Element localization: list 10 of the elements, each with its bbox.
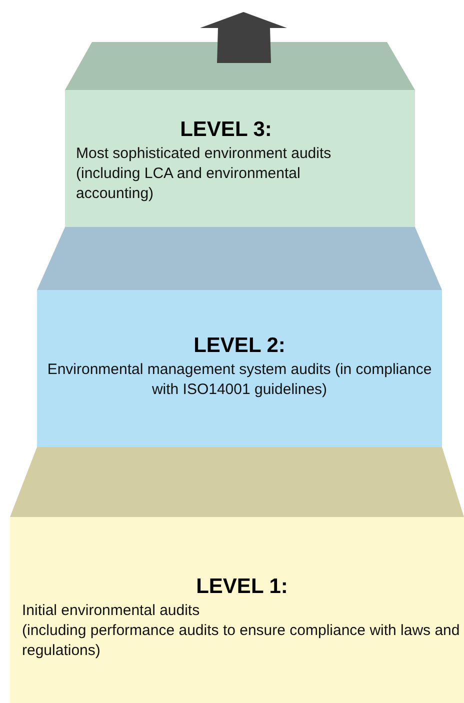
step-block [65,42,415,227]
level-heading: LEVEL 2: [194,334,286,358]
level-description: Initial environmental audits [22,601,200,621]
level-description: Environmental management system audits (in compliance with ISO14001 guidelines) [46,360,433,400]
level-description: Most sophisticated environment audits (including LCA and environmental accounting) [76,144,332,204]
level-description: (including performance audits to ensure compliance with laws and regulations) [22,621,461,661]
level-heading: LEVEL 3: [180,118,272,142]
step-block [10,447,464,703]
level-heading: LEVEL 1: [196,575,288,599]
step-block [37,227,442,447]
